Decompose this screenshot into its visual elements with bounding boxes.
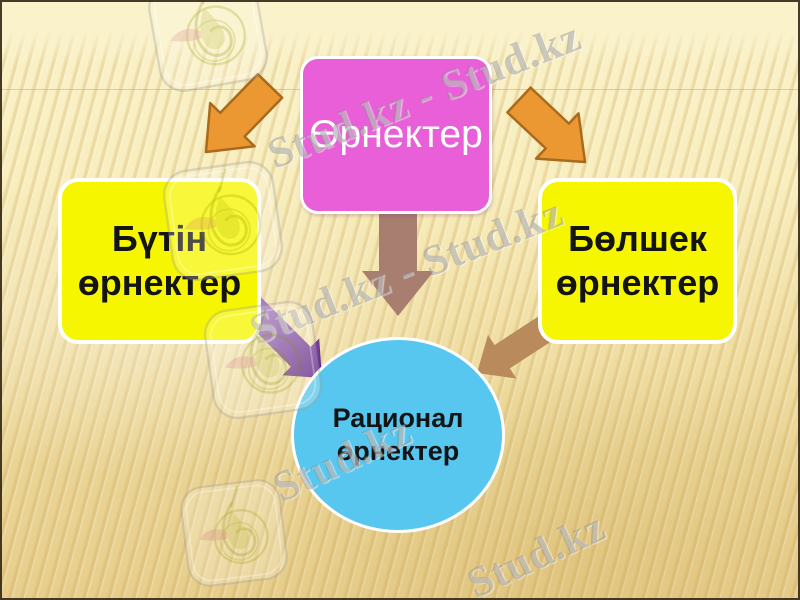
arrow-root-to-right [506,86,587,164]
node-butin-ornekter-label: Бүтін өрнектер [77,218,242,303]
node-ratsional-ornekter: Рационал өрнектер [291,337,505,533]
arrow-root-to-center [362,205,434,316]
background-top-band [0,0,800,64]
node-ornekter-label: Өрнектер [309,113,483,157]
node-bolshek-ornekter-label: Бөлшек өрнектер [555,218,720,303]
arrow-root-to-left [204,72,284,154]
node-ratsional-ornekter-label: Рационал өрнектер [332,403,464,466]
node-bolshek-ornekter: Бөлшек өрнектер [538,178,737,344]
node-ornekter: Өрнектер [300,56,492,214]
node-butin-ornekter: Бүтін өрнектер [58,178,261,344]
